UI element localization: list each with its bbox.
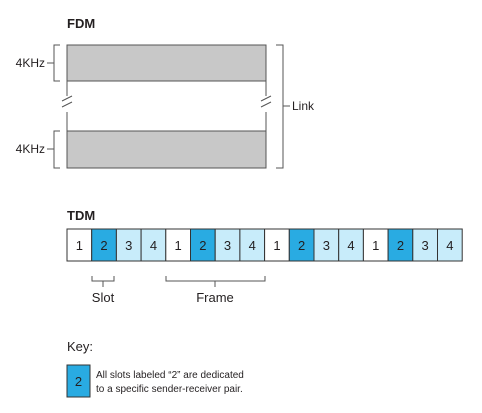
fdm-right-edge <box>260 81 272 131</box>
tdm-slot-label: 2 <box>397 238 404 253</box>
key-description-line1: All slots labeled “2” are dedicated <box>96 370 244 381</box>
tdm-slot <box>115 228 142 262</box>
channel-label-top: 4KHz <box>16 56 45 70</box>
tdm-slot-label: 1 <box>175 238 182 253</box>
tdm-slot-label: 4 <box>150 238 157 253</box>
tdm-slot-label: 3 <box>224 238 231 253</box>
tdm-slot-label: 4 <box>249 238 256 253</box>
tdm-slot-label: 3 <box>125 238 132 253</box>
tdm-slot-label: 3 <box>323 238 330 253</box>
channel-label-bottom: 4KHz <box>16 142 45 156</box>
tdm-slot-label: 1 <box>76 238 83 253</box>
tdm-slot <box>165 228 192 262</box>
frame-bracket <box>165 276 266 282</box>
tdm-slot-label: 2 <box>199 238 206 253</box>
tdm-slot <box>387 228 414 262</box>
fdm-left-edge <box>61 81 73 131</box>
tdm-title: TDM <box>67 208 95 223</box>
channel-bracket-top <box>53 44 60 82</box>
tdm-slot-label: 4 <box>347 238 354 253</box>
key-title: Key: <box>67 339 93 354</box>
tdm-slot-label: 2 <box>298 238 305 253</box>
tdm-slot <box>91 228 117 262</box>
key-sample-label: 2 <box>75 374 82 389</box>
tdm-slot-label: 1 <box>273 238 280 253</box>
tdm-slot <box>190 228 216 262</box>
fdm-band-top <box>66 44 267 82</box>
tdm-slot-label: 2 <box>100 238 107 253</box>
channel-bracket-bottom <box>53 130 60 169</box>
tdm-slot-strip: 1 2 3 4 1 2 3 4 1 2 3 4 1 2 3 4 <box>66 228 463 262</box>
tdm-slot <box>140 228 167 262</box>
tdm-slot-label: 3 <box>422 238 429 253</box>
link-label: Link <box>292 99 315 113</box>
slot-bracket <box>91 276 115 282</box>
fdm-band-bottom <box>66 130 267 169</box>
tdm-slot <box>362 228 389 262</box>
tdm-slot <box>66 228 93 262</box>
fdm-title: FDM <box>67 16 95 31</box>
tdm-slot <box>437 228 463 262</box>
tdm-slot <box>313 228 340 262</box>
tdm-slot-label: 4 <box>446 238 453 253</box>
key-description-line2: to a specific sender-receiver pair. <box>96 384 243 395</box>
tdm-slot-label: 1 <box>372 238 379 253</box>
tdm-slot <box>264 228 290 262</box>
key-sample-slot <box>66 364 91 398</box>
link-bracket <box>276 44 284 169</box>
slot-label: Slot <box>92 290 115 305</box>
frame-label: Frame <box>196 290 234 305</box>
